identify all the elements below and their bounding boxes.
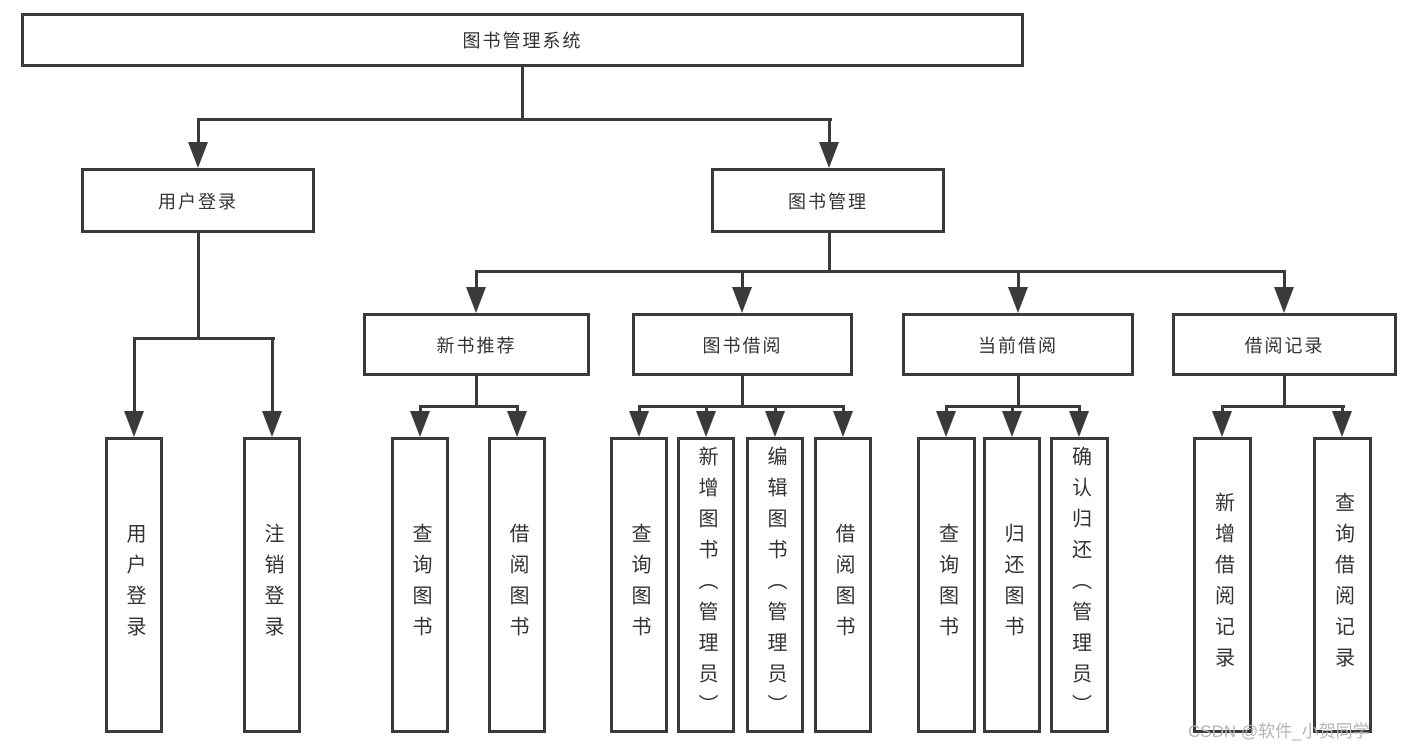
connector-to-leaf xyxy=(271,337,274,413)
connector-to-leaf xyxy=(705,405,708,414)
node-label: 借阅记录 xyxy=(1244,335,1325,356)
node-label: 新书推荐 xyxy=(436,335,517,356)
leaf-label: 新增借阅记录 xyxy=(1211,492,1234,678)
leaf-query-books-borrowing: 查询图书 xyxy=(610,437,668,733)
connector-to-leaf xyxy=(133,337,136,413)
connector-to-leaf xyxy=(842,405,845,414)
arrow-down-icon xyxy=(936,411,956,437)
arrow-down-icon xyxy=(1008,287,1028,313)
leaf-label: 归还图书 xyxy=(1001,523,1023,647)
leaf-label: 注销登录 xyxy=(261,523,283,647)
connector-to-level3 xyxy=(1017,270,1020,290)
arrow-down-icon xyxy=(765,411,785,437)
leaf-add-books-admin: 新增图书（管理员） xyxy=(677,437,735,733)
arrow-down-icon xyxy=(833,411,853,437)
leaf-query-borrow-record: 查询借阅记录 xyxy=(1313,437,1372,733)
connector-user-login-rail xyxy=(133,337,275,340)
arrow-down-icon xyxy=(124,411,144,437)
node-label: 图书管理 xyxy=(788,191,868,212)
connector-recommend-stem xyxy=(475,376,478,407)
leaf-label: 借阅图书 xyxy=(832,523,854,647)
connector-to-leaf xyxy=(638,405,641,414)
leaf-add-borrow-record: 新增借阅记录 xyxy=(1193,437,1252,733)
leaf-label: 查询借阅记录 xyxy=(1331,492,1354,678)
arrow-down-icon xyxy=(629,411,649,437)
leaf-label: 确认归还（管理员） xyxy=(1068,445,1091,725)
connector-to-user-login xyxy=(197,118,200,146)
connector-level2-rail xyxy=(197,118,832,121)
node-book-management: 图书管理 xyxy=(711,168,945,233)
arrow-down-icon xyxy=(732,287,752,313)
connector-to-book-management xyxy=(828,118,831,146)
leaf-label: 编辑图书（管理员） xyxy=(764,445,786,725)
connector-records-rail xyxy=(1221,405,1345,408)
leaf-edit-books-admin: 编辑图书（管理员） xyxy=(746,437,804,733)
node-borrowing-records: 借阅记录 xyxy=(1172,313,1397,376)
leaf-return-books: 归还图书 xyxy=(983,437,1041,733)
arrow-down-icon xyxy=(819,142,839,168)
connector-current-stem xyxy=(1017,376,1020,407)
connector-recommend-rail xyxy=(419,405,519,408)
connector-to-leaf xyxy=(516,405,519,414)
leaf-borrow-books-recommend: 借阅图书 xyxy=(488,437,546,733)
leaf-label: 借阅图书 xyxy=(506,523,528,647)
leaf-confirm-return-admin: 确认归还（管理员） xyxy=(1050,437,1109,733)
connector-to-leaf xyxy=(774,405,777,414)
leaf-query-books-recommend: 查询图书 xyxy=(391,437,449,733)
arrow-down-icon xyxy=(1274,287,1294,313)
arrow-down-icon xyxy=(696,411,716,437)
leaf-query-books-current: 查询图书 xyxy=(917,437,976,733)
leaf-label: 用户登录 xyxy=(123,523,145,647)
arrow-down-icon xyxy=(262,411,282,437)
leaf-logout: 注销登录 xyxy=(243,437,301,733)
leaf-label: 新增图书（管理员） xyxy=(695,445,717,725)
connector-user-login-stem xyxy=(197,233,200,338)
connector-to-leaf xyxy=(1221,405,1224,414)
connector-to-level3 xyxy=(741,270,744,290)
node-label: 图书管理系统 xyxy=(462,31,583,51)
leaf-label: 查询图书 xyxy=(935,523,958,647)
node-new-book-recommend: 新书推荐 xyxy=(363,313,590,376)
leaf-label: 查询图书 xyxy=(409,523,431,647)
leaf-label: 查询图书 xyxy=(628,523,650,647)
arrow-down-icon xyxy=(1002,411,1022,437)
arrow-down-icon xyxy=(1332,411,1352,437)
node-label: 用户登录 xyxy=(158,191,238,212)
arrow-down-icon xyxy=(466,287,486,313)
node-label: 图书借阅 xyxy=(702,335,783,356)
arrow-down-icon xyxy=(1069,411,1089,437)
connector-to-level3 xyxy=(475,270,478,290)
connector-to-leaf xyxy=(1341,405,1344,414)
node-book-borrowing: 图书借阅 xyxy=(632,313,853,376)
node-label: 当前借阅 xyxy=(978,335,1058,356)
connector-root-stem xyxy=(521,67,524,119)
connector-to-leaf xyxy=(419,405,422,414)
connector-borrowing-stem xyxy=(741,376,744,407)
node-root-library-system: 图书管理系统 xyxy=(21,13,1024,67)
leaf-user-login: 用户登录 xyxy=(105,437,163,733)
connector-to-leaf xyxy=(1078,405,1081,414)
connector-to-leaf xyxy=(945,405,948,414)
arrow-down-icon xyxy=(188,142,208,168)
leaf-borrow-books-borrowing: 借阅图书 xyxy=(814,437,872,733)
arrow-down-icon xyxy=(410,411,430,437)
connector-to-level3 xyxy=(1283,270,1286,290)
arrow-down-icon xyxy=(507,411,527,437)
connector-borrowing-rail xyxy=(638,405,845,408)
connector-level3-rail xyxy=(475,270,1286,273)
arrow-down-icon xyxy=(1212,411,1232,437)
connector-to-leaf xyxy=(1011,405,1014,414)
connector-book-management-stem xyxy=(828,233,831,273)
connector-records-stem xyxy=(1283,376,1286,407)
csdn-watermark: CSDN @软件_小贺同学 xyxy=(1188,722,1370,741)
node-user-login: 用户登录 xyxy=(81,168,315,233)
node-current-borrowing: 当前借阅 xyxy=(902,313,1134,376)
